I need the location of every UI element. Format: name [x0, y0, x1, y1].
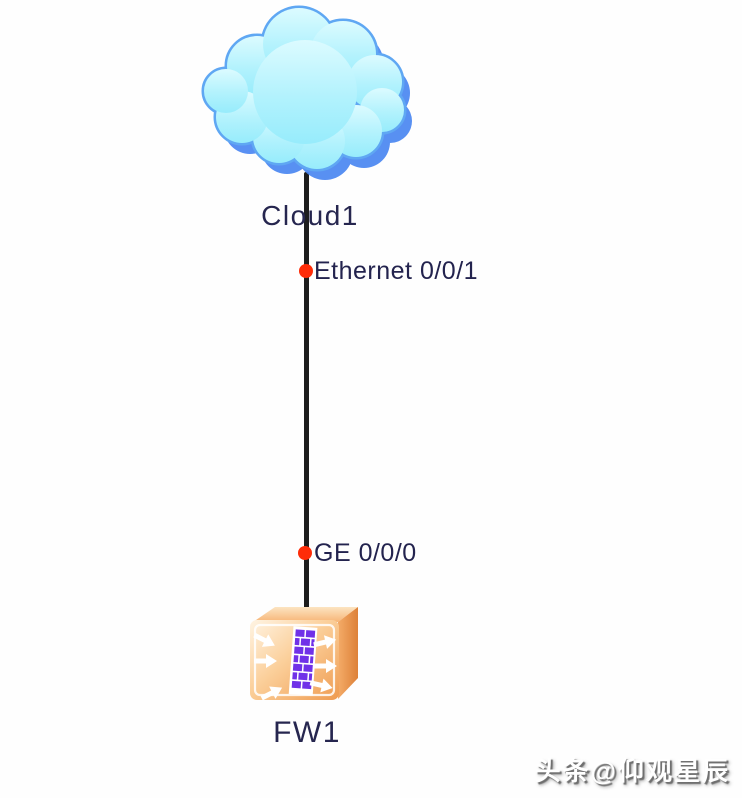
interface-label-bottom: GE 0/0/0: [314, 539, 417, 567]
link-line[interactable]: [304, 172, 309, 610]
interface-label-top: Ethernet 0/0/1: [314, 257, 479, 285]
firewall-node-label: FW1: [273, 716, 341, 749]
endpoint-dot-bottom[interactable]: [298, 546, 312, 560]
cloud-node-label: Cloud1: [261, 200, 359, 231]
firewall-icon[interactable]: [248, 596, 362, 708]
firewall-wall: [288, 626, 318, 696]
watermark: 头条@仰观星辰: [534, 756, 730, 786]
endpoint-dot-top[interactable]: [299, 264, 313, 278]
cloud-icon[interactable]: [201, 4, 415, 186]
